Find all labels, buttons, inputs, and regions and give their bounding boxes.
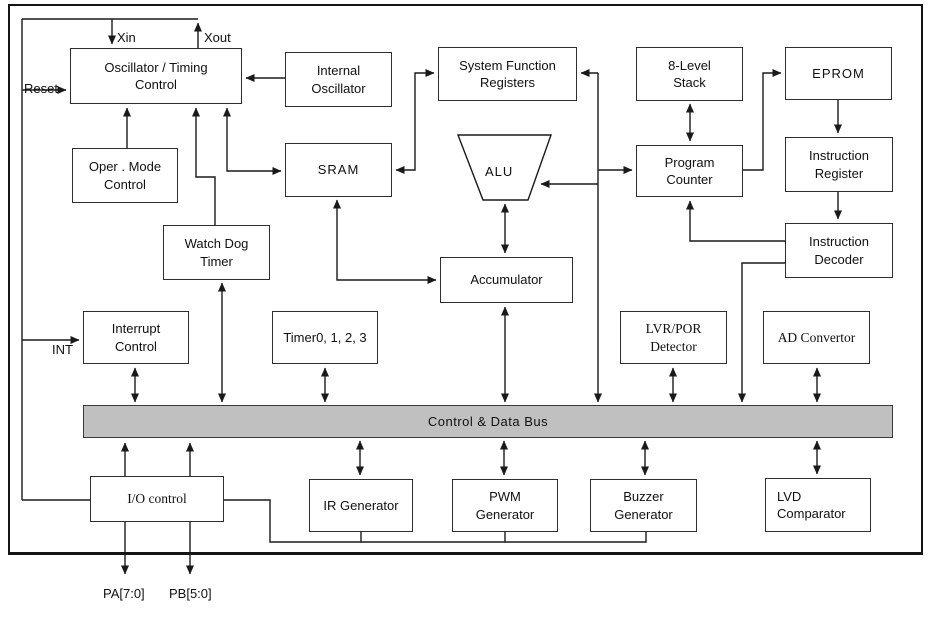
block-ad-convertor: AD Convertor [763, 311, 870, 364]
pin-label-xin: Xin [117, 30, 136, 45]
block-ir-generator: IR Generator [309, 479, 413, 532]
block-lvr-por-detector: LVR/POR Detector [620, 311, 727, 364]
block-instruction-decoder: Instruction Decoder [785, 223, 893, 278]
block-io-control: I/O control [90, 476, 224, 522]
block-watch-dog-timer: Watch Dog Timer [163, 225, 270, 280]
block-eprom: EPROM [785, 47, 892, 100]
block-timer0-1-2-3: Timer0, 1, 2, 3 [272, 311, 378, 364]
block-oper-mode-control: Oper . Mode Control [72, 148, 178, 203]
block-internal-oscillator: Internal Oscillator [285, 52, 392, 107]
block-program-counter: Program Counter [636, 145, 743, 197]
control-data-bus: Control & Data Bus [83, 405, 893, 438]
block-interrupt-control: Interrupt Control [83, 311, 189, 364]
block-pwm-generator: PWM Generator [452, 479, 558, 532]
pin-label-xout: Xout [204, 30, 231, 45]
pin-label-pa: PA[7:0] [103, 586, 145, 601]
pin-label-int: INT [52, 342, 73, 357]
block-lvd-comparator: LVD Comparator [765, 478, 871, 532]
block-instruction-register: Instruction Register [785, 137, 893, 192]
pin-label-reset: Reset [24, 81, 58, 96]
diagram-outer-border [8, 4, 923, 555]
block-accumulator: Accumulator [440, 257, 573, 303]
block-oscillator-timing-control: Oscillator / Timing Control [70, 48, 242, 104]
block-system-function-registers: System Function Registers [438, 47, 577, 101]
pin-label-pb: PB[5:0] [169, 586, 212, 601]
block-8-level-stack: 8-Level Stack [636, 47, 743, 101]
block-alu-label: ALU [485, 164, 514, 179]
block-sram: SRAM [285, 143, 392, 197]
block-buzzer-generator: Buzzer Generator [590, 479, 697, 532]
